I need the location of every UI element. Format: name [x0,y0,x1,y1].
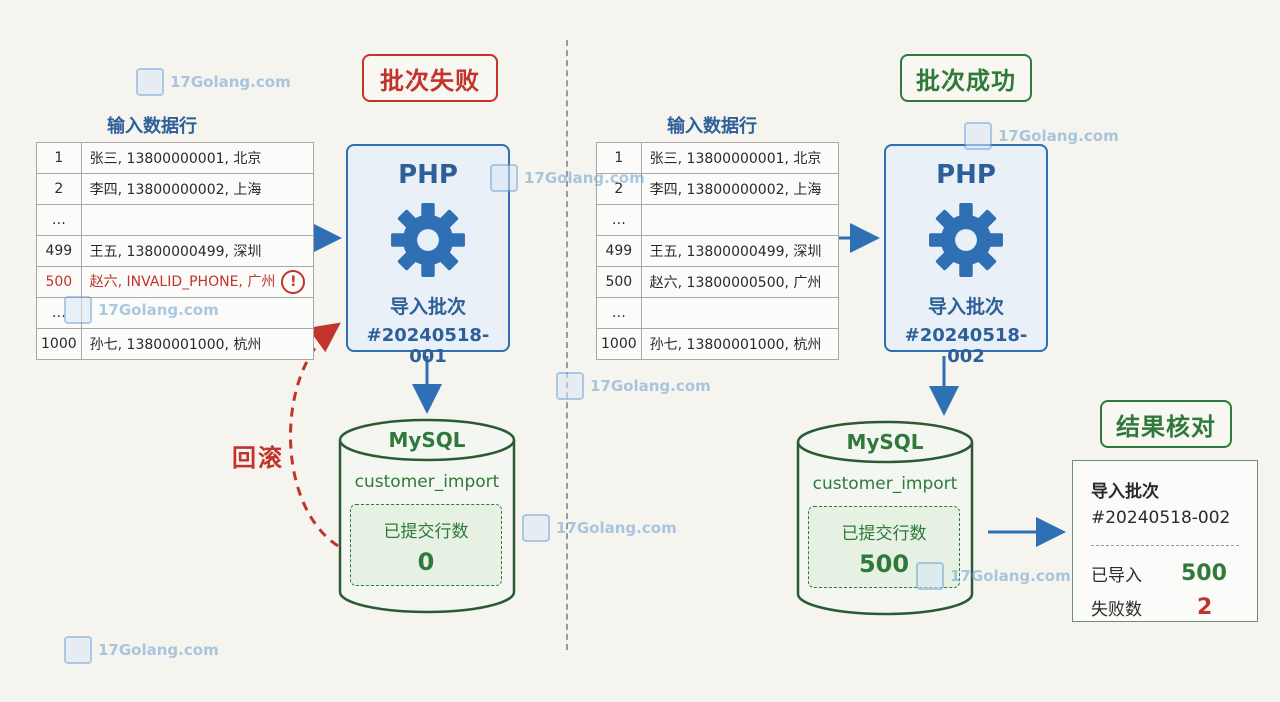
result-failed-row: 失败数 2 [1091,590,1239,624]
watermark-logo: 17Golang.com [490,164,645,192]
batch-failed-badge: 批次失败 [362,54,498,102]
invalid-row-text: 赵六, INVALID_PHONE, 广州 [89,274,276,290]
watermark-logo: 17Golang.com [64,636,219,664]
input-rows-label-right: 输入数据行 [667,116,757,137]
table-row: … [36,204,315,236]
db-table-name: customer_import [354,472,500,492]
batch-success-badge: 批次成功 [900,54,1032,102]
php-batch-label: 导入批次 [389,296,466,318]
committed-rows-label: 已提交行数 [841,524,927,544]
committed-rows-value: 500 [858,550,910,578]
result-batch-id: #20240518-002 [1091,508,1231,528]
imported-label: 已导入 [1091,565,1142,586]
watermark-logo: 17Golang.com [64,296,219,324]
result-divider [1091,545,1239,546]
watermark-logo: 17Golang.com [916,562,1071,590]
failed-value: 2 [1197,594,1213,620]
failed-label: 失败数 [1091,599,1142,620]
php-batch-id: #20240518-002 [904,325,1028,367]
imported-value: 500 [1181,560,1227,586]
center-divider [566,40,568,650]
watermark-logo: 17Golang.com [522,514,677,542]
watermark-logo: 17Golang.com [136,68,291,96]
php-batch-id: #20240518-001 [366,325,490,367]
db-name: MySQL [846,430,924,454]
result-imported-row: 已导入 500 [1091,556,1239,590]
committed-rows-label: 已提交行数 [383,522,469,542]
committed-rows-value: 0 [417,548,435,576]
db-name: MySQL [388,428,466,452]
committed-rows-box: 已提交行数 0 [350,504,502,586]
result-check-badge: 结果核对 [1100,400,1232,448]
watermark-logo: 17Golang.com [964,122,1119,150]
mysql-db-left: MySQL customer_import 已提交行数 0 [338,414,516,614]
gear-icon [929,203,1003,277]
table-row: … [596,297,839,329]
watermark-logo: 17Golang.com [556,372,711,400]
rollback-label: 回滚 [232,444,284,472]
php-title: PHP [398,160,458,190]
table-row-invalid: 500 赵六, INVALID_PHONE, 广州! [36,266,315,298]
gear-icon [391,203,465,277]
php-batch-label: 导入批次 [927,296,1004,318]
result-title: 导入批次 [1091,482,1159,502]
php-title: PHP [936,160,996,190]
db-table-name: customer_import [812,474,958,494]
result-summary-card: 导入批次 #20240518-002 已导入 500 失败数 2 [1072,460,1258,622]
table-row: … [596,204,839,236]
php-import-box-right: PHP 导入批次 #20240518-002 [884,144,1048,367]
php-import-box-left: PHP 导入批次 #20240518-001 [346,144,510,367]
input-rows-label-left: 输入数据行 [107,116,197,137]
mysql-db-right: MySQL customer_import 已提交行数 500 [796,416,974,616]
warning-icon: ! [281,270,306,294]
